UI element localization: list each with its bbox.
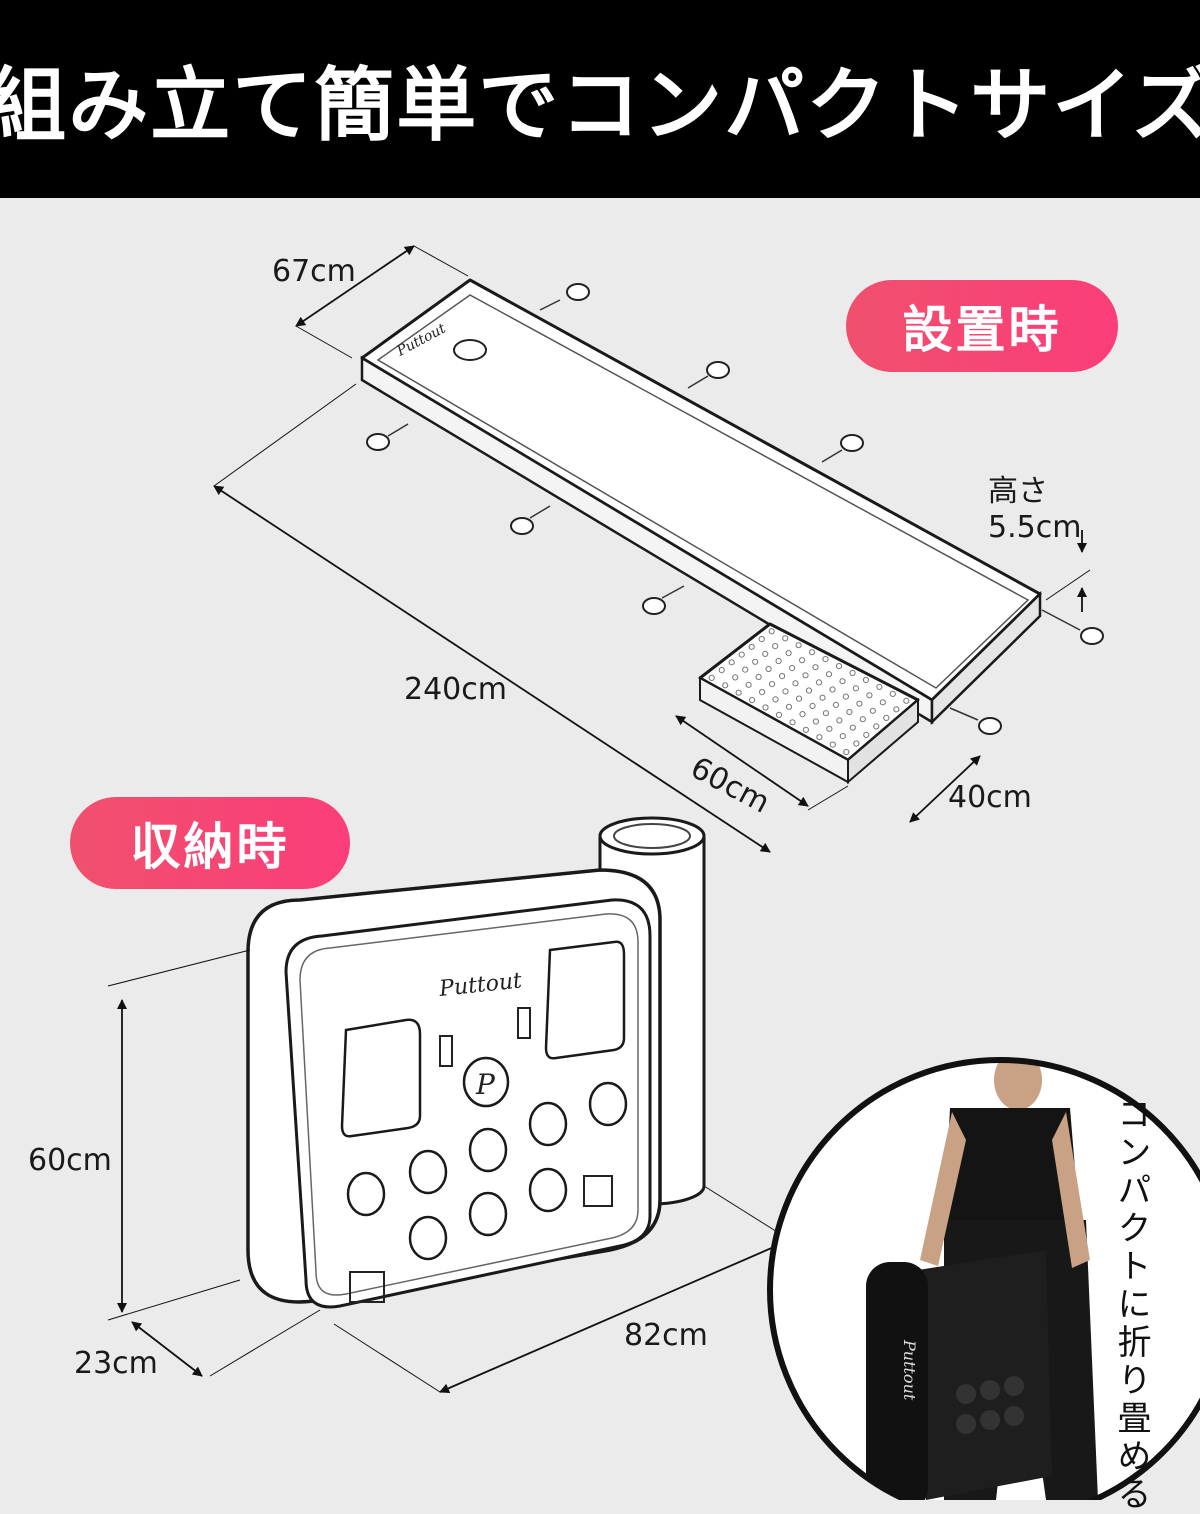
step-pad-dot [853, 740, 860, 747]
step-pad-dot [862, 676, 870, 684]
step-pad-dot [876, 683, 883, 691]
step-pad-dot [809, 649, 816, 656]
step-pad-dot [829, 686, 836, 693]
step-pad-dot [836, 717, 843, 724]
step-pad-dot [822, 656, 829, 663]
step-pad-dot [859, 716, 866, 723]
step-pad-dot [785, 650, 792, 657]
step-pad-dot [805, 687, 813, 694]
step-pad-dot [819, 694, 826, 701]
photo-caption: コンパクトに折り畳める [1111, 1096, 1151, 1514]
setup-badge: 設置時 [846, 280, 1118, 372]
step-pad-dot [846, 708, 853, 716]
step-pad-dot [815, 679, 823, 686]
height-caption: 高さ [988, 474, 1048, 509]
header-banner: 組み立て簡単でコンパクトサイズ [0, 0, 1200, 198]
step-pad-dot [849, 669, 856, 677]
step-pad-dot [775, 657, 782, 665]
step-pad-dot [825, 671, 833, 678]
step-pad-dot [843, 748, 850, 756]
step-pad-dot [835, 663, 843, 670]
step-pad-dot [799, 657, 806, 664]
step-pad-dot [849, 724, 856, 731]
step-pad-dot [782, 688, 789, 695]
dim-storage-width-label: 82cm [624, 1318, 708, 1353]
step-pad-dot [873, 723, 880, 730]
setup-dimension-lines [213, 245, 1091, 853]
dim-storage-depth-label: 23cm [74, 1346, 158, 1381]
dim-height-label: 高さ 5.5cm [988, 474, 1081, 546]
step-pad-dot [826, 725, 833, 732]
photo-logo: Puttout [900, 1339, 919, 1401]
step-pad-dot [863, 731, 870, 739]
step-pad-dot [782, 635, 789, 642]
svg-text:P: P [475, 1068, 496, 1101]
step-pad-dot [789, 665, 796, 672]
step-pad-dot [842, 693, 850, 700]
step-pad-dot [893, 706, 900, 713]
step-pad-dot [822, 710, 830, 717]
dim-step-width-label: 40cm [948, 780, 1032, 815]
step-pad-dot [852, 685, 860, 692]
step-pad-dot [839, 733, 846, 740]
step-pad-dot [779, 673, 786, 680]
step-pad-dot [883, 714, 890, 722]
page-title: 組み立て簡単でコンパクトサイズ [0, 59, 1200, 152]
step-pad-dot [839, 678, 846, 685]
step-pad-dot [856, 700, 863, 707]
step-pad-dot [795, 695, 803, 702]
storage-badge: 収納時 [70, 797, 350, 889]
step-pad-dot [795, 642, 802, 649]
height-value: 5.5cm [988, 510, 1082, 545]
step-pad-dot [889, 690, 896, 698]
step-pad-dot [816, 734, 823, 741]
step-pad-dot [809, 702, 816, 710]
step-pad-dot [832, 701, 840, 709]
step-pad-dot [785, 703, 793, 710]
step-pad-dot [879, 699, 886, 706]
step-pad-dot [812, 718, 820, 725]
step-pad-dot [903, 697, 910, 704]
step-pad-dot [866, 692, 873, 699]
step-pad-dot [812, 664, 819, 671]
dim-width-label: 67cm [272, 254, 356, 289]
step-pad-dot [792, 680, 799, 687]
step-pad-dot [869, 707, 876, 714]
product-photo: Puttout [770, 1060, 1200, 1500]
step-pad-dot [802, 672, 809, 679]
step-pad-dot [772, 643, 779, 650]
step-pad-dot [829, 741, 836, 748]
photo-frame [767, 1057, 1200, 1500]
dim-length-label: 240cm [404, 672, 507, 707]
step-pad-dot [772, 696, 779, 703]
folded-unit-illustration: Puttout P [246, 816, 706, 1309]
dim-storage-height-label: 60cm [28, 1143, 112, 1178]
